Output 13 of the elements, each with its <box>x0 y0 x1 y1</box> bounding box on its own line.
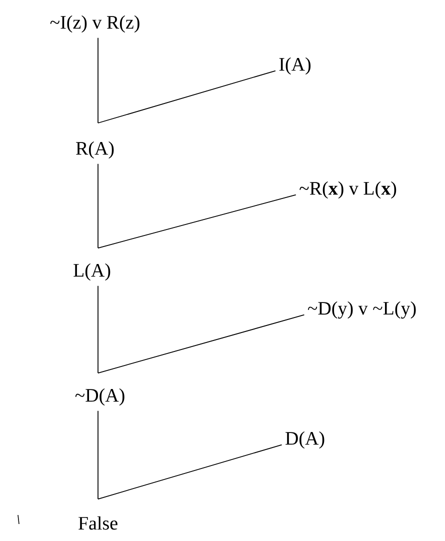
tree-line <box>98 194 296 248</box>
formula-text: L(A) <box>74 263 110 281</box>
formula-text: False <box>78 516 118 530</box>
tree-line <box>98 70 276 124</box>
formula-text: D(A) <box>286 431 324 449</box>
formula-text: ~D(A) <box>75 388 124 406</box>
formula-text: ~D(y) v ~L(y) <box>308 301 416 319</box>
formula-text: ~I(z) v R(z) <box>50 15 140 33</box>
formula-text: ~R(x) v L(x) <box>300 181 396 199</box>
formula-text: R(A) <box>76 141 114 159</box>
tree-line <box>98 444 282 500</box>
formula-text: I(A) <box>279 57 310 75</box>
tree-line <box>98 314 305 374</box>
